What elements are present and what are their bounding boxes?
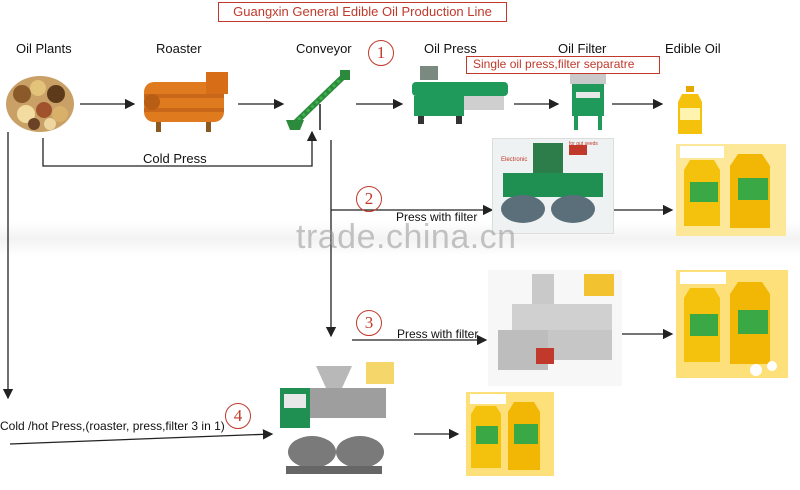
route-number-2: 2 xyxy=(356,186,382,212)
conveyor-icon xyxy=(286,70,350,130)
oil-bottles-pair-icon xyxy=(466,392,554,476)
stage-label-oil-press: Oil Press xyxy=(424,41,477,56)
nuts-seeds-icon xyxy=(6,76,74,132)
oil-press-with-filter-icon xyxy=(488,270,622,386)
route-number-3: 3 xyxy=(356,310,382,336)
route-number-4: 4 xyxy=(225,403,251,429)
oil-press-icon xyxy=(412,66,508,124)
route4-machine-photo xyxy=(276,362,392,480)
oil-bottles-pair-icon xyxy=(676,144,786,236)
watermark-band xyxy=(0,222,800,256)
arrow-route4-in xyxy=(9,429,274,445)
route2-bottles-photo xyxy=(676,144,786,236)
roaster-icon xyxy=(144,72,228,132)
oil-press-with-filter-icon xyxy=(493,139,613,233)
oil-bottles-pair-icon xyxy=(676,270,788,378)
route2-label: Press with filter xyxy=(396,210,478,224)
route2-photo-tag2: Electronic xyxy=(501,157,528,163)
stage-label-conveyor: Conveyor xyxy=(296,41,352,56)
oil-filter-icon xyxy=(570,74,606,130)
route3-bottles-photo xyxy=(676,270,788,378)
oil-bottle-icon xyxy=(678,86,702,134)
stage-label-roaster: Roaster xyxy=(156,41,202,56)
route4-bottles-photo xyxy=(466,392,554,476)
route3-label: Press with filter xyxy=(397,327,479,341)
route1-note: Single oil press,filter separatre xyxy=(466,56,660,74)
cold-press-line xyxy=(42,130,318,167)
watermark: trade.china.cn xyxy=(296,218,517,256)
route3-machine-photo xyxy=(488,270,622,386)
route4-label: Cold /hot Press,(roaster, press,filter 3… xyxy=(0,419,225,433)
cold-press-label: Cold Press xyxy=(143,151,207,166)
route4-seed-photo xyxy=(366,362,394,384)
stage-label-oil-plants: Oil Plants xyxy=(16,41,72,56)
three-in-one-press-icon xyxy=(276,362,392,480)
stage-label-oil-filter: Oil Filter xyxy=(558,41,607,56)
route-number-1: 1 xyxy=(368,40,394,66)
route2-machine-photo: for gut seeds Electronic xyxy=(492,138,614,234)
stage-label-edible-oil: Edible Oil xyxy=(665,41,721,56)
route2-photo-tag1: for gut seeds xyxy=(569,141,598,147)
diagram-title: Guangxin General Edible Oil Production L… xyxy=(218,2,507,22)
